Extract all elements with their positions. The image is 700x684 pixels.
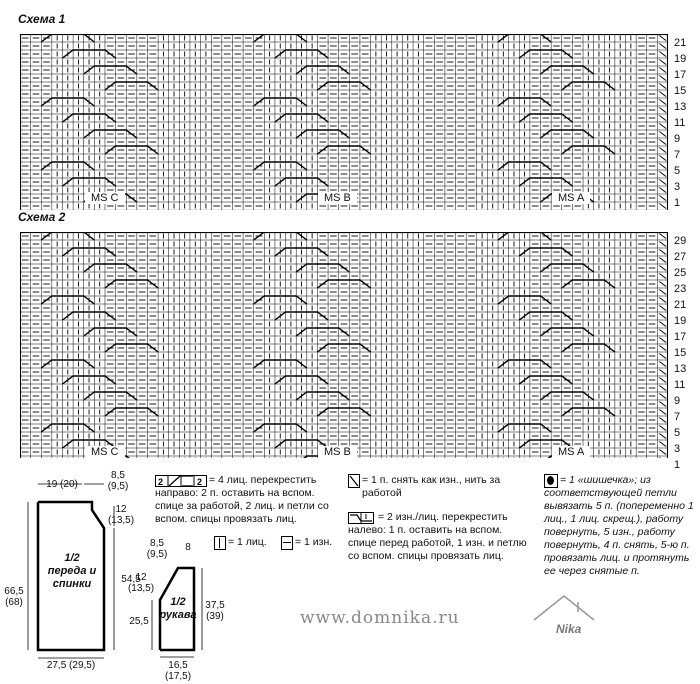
row-number: 1 (674, 459, 681, 471)
sleeve-bottom-width: 16,5 (17,5) (164, 660, 192, 682)
body-top-width: 19 (20) (46, 479, 78, 490)
row-number: 23 (674, 283, 687, 295)
chart1-title: Схема 1 (18, 12, 66, 26)
watermark: www.domnika.ru (300, 608, 460, 628)
body-shoulder-offset: 8,5 (9,5) (107, 470, 129, 492)
row-number: 29 (674, 235, 687, 247)
row-number: 17 (674, 331, 687, 343)
signature-logo (533, 595, 595, 621)
body-right-height: 54,5 (121, 574, 141, 585)
sleeve-top-right: 8 (185, 542, 191, 553)
row-number: 19 (674, 53, 687, 65)
row-number: 9 (674, 133, 681, 145)
row-number: 7 (674, 149, 681, 161)
row-number: 9 (674, 395, 681, 407)
sleeve-right-height: 37,5 (39) (205, 600, 225, 622)
sleeve-left-height: 25,5 (129, 616, 149, 627)
chart2-section-ms-b: MS B (318, 446, 357, 458)
cross-left-symbol (348, 511, 374, 524)
chart2-title: Схема 2 (18, 210, 66, 224)
chart1-section-ms-b: MS B (318, 192, 357, 204)
purl-symbol (281, 536, 293, 550)
row-number: 5 (674, 427, 681, 439)
row-number: 15 (674, 347, 687, 359)
knit-symbol (214, 536, 226, 550)
cable-right-number-right: 2 (197, 477, 202, 487)
sleeve-pattern-shape (151, 566, 203, 658)
body-left-height: 66,5 (68) (4, 586, 24, 608)
row-number: 17 (674, 69, 687, 81)
row-number: 13 (674, 363, 687, 375)
legend-purl-text: = 1 изн. (295, 536, 333, 548)
signature: Nika (556, 622, 582, 636)
bobble-symbol (544, 474, 558, 488)
row-number: 5 (674, 165, 681, 177)
legend-slip-text: = 1 п. снять как изн., нить за работой (362, 474, 501, 499)
slip-symbol (348, 474, 360, 488)
body-shoulder-drop: 12 (13,5) (107, 504, 135, 526)
row-number: 7 (674, 411, 681, 423)
sleeve-cap-drop: 12 (13,5) (127, 572, 155, 594)
legend-cross-left-text: = 2 изн./лиц. перекрестить налево: 1 п. … (348, 511, 527, 562)
legend-knit-text: = 1 лиц. (228, 536, 267, 548)
body-pattern-shape (27, 483, 115, 659)
body-piece-label: 1/2 переда и спинки (47, 552, 97, 590)
row-number: 1 (674, 197, 681, 209)
chart2-section-ms-a: MS A (552, 446, 591, 458)
row-number: 21 (674, 299, 687, 311)
cable-right-number-left: 2 (158, 477, 163, 487)
chart1-section-ms-a: MS A (552, 192, 591, 204)
chart1-grid (20, 34, 668, 210)
row-number: 27 (674, 251, 687, 263)
cable-right-symbol: 2 2 (155, 474, 207, 487)
row-number: 11 (674, 117, 686, 129)
row-number: 21 (674, 37, 687, 49)
row-number: 19 (674, 315, 687, 327)
row-number: 3 (674, 181, 681, 193)
row-number: 15 (674, 85, 687, 97)
sleeve-piece-label: 1/2 рукава (159, 596, 197, 621)
legend-bobble-text: = 1 «шишечка»; из соответствующей петли … (544, 474, 694, 577)
chart1-section-ms-c: MS C (85, 192, 125, 204)
row-number: 11 (674, 379, 686, 391)
legend-cable-right-text: = 4 лиц. перекрестить направо: 2 п. оста… (155, 474, 329, 525)
chart2-section-ms-c: MS C (85, 446, 125, 458)
row-number: 13 (674, 101, 687, 113)
row-number: 25 (674, 267, 687, 279)
body-bottom-width: 27,5 (29,5) (46, 660, 96, 671)
sleeve-top-left: 8,5 (9,5) (146, 538, 168, 560)
chart2-grid (20, 232, 668, 458)
row-number: 3 (674, 443, 681, 455)
